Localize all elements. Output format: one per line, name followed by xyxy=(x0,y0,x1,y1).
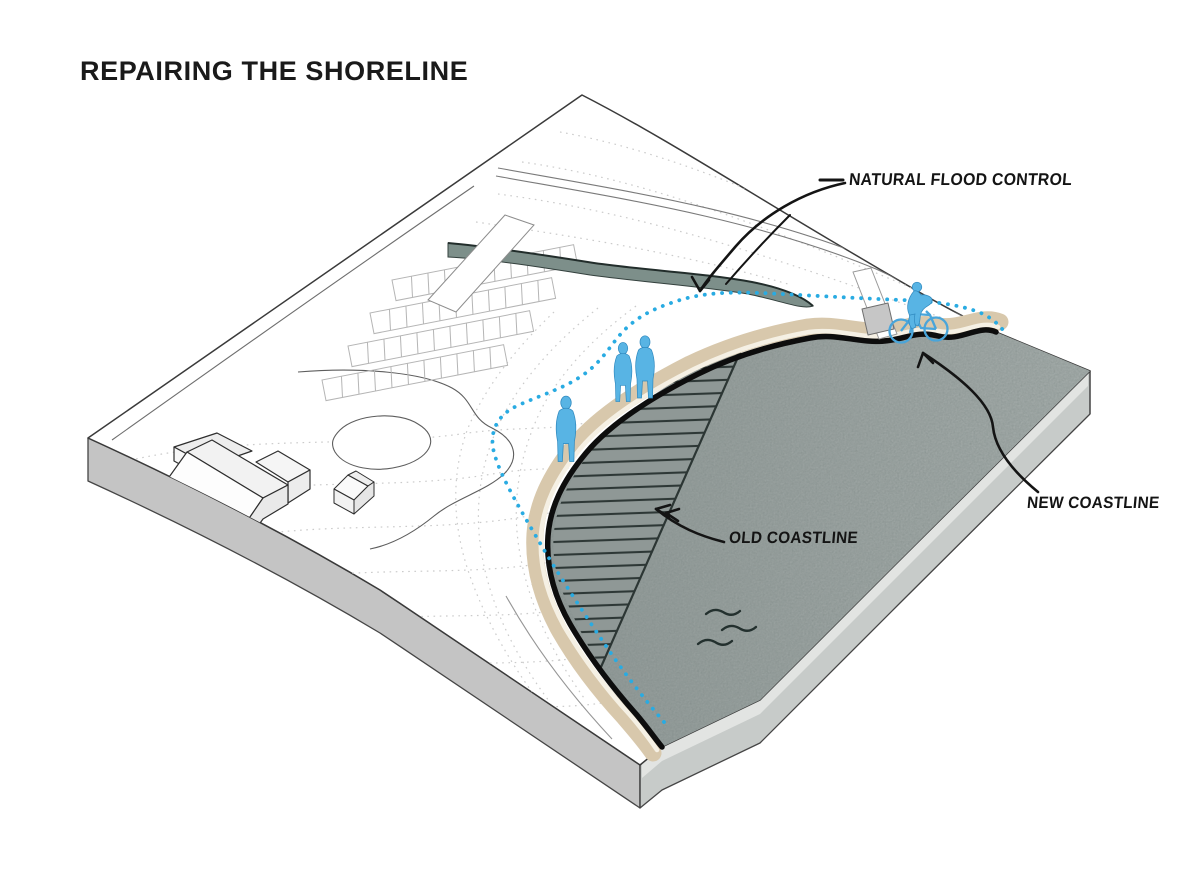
building-shed xyxy=(333,470,375,515)
pier xyxy=(852,267,898,340)
label-old-coastline: OLD COASTLINE xyxy=(728,529,859,547)
new-arrowhead xyxy=(916,351,935,369)
page-title: REPAIRING THE SHORELINE xyxy=(80,56,469,86)
cyclist-figure xyxy=(888,281,949,344)
terrain-side-right-top-strip xyxy=(642,373,1088,778)
flood-arrowhead xyxy=(690,275,711,293)
stream xyxy=(427,214,814,313)
boundary-road xyxy=(111,185,475,441)
old-coastline-line xyxy=(599,347,744,668)
new-coastline-line xyxy=(544,327,999,750)
meander-path xyxy=(297,369,515,550)
label-new-coastline: NEW COASTLINE xyxy=(1026,494,1161,512)
flood-arrow-doublestroke xyxy=(725,214,791,285)
stream-bridge xyxy=(427,214,535,313)
annotation-arrows xyxy=(654,178,1040,544)
old-coastline-hatch xyxy=(553,347,744,668)
flood-control-dotted-line xyxy=(490,290,1005,724)
new-arrow xyxy=(921,351,1040,494)
wave-marks xyxy=(696,608,758,646)
pond-loop xyxy=(331,415,432,470)
old-arrowhead xyxy=(654,503,681,523)
shore-trail-2 xyxy=(505,595,613,740)
flood-arrow xyxy=(698,181,847,293)
label-natural-flood-control: NATURAL FLOOD CONTROL xyxy=(848,170,1073,189)
